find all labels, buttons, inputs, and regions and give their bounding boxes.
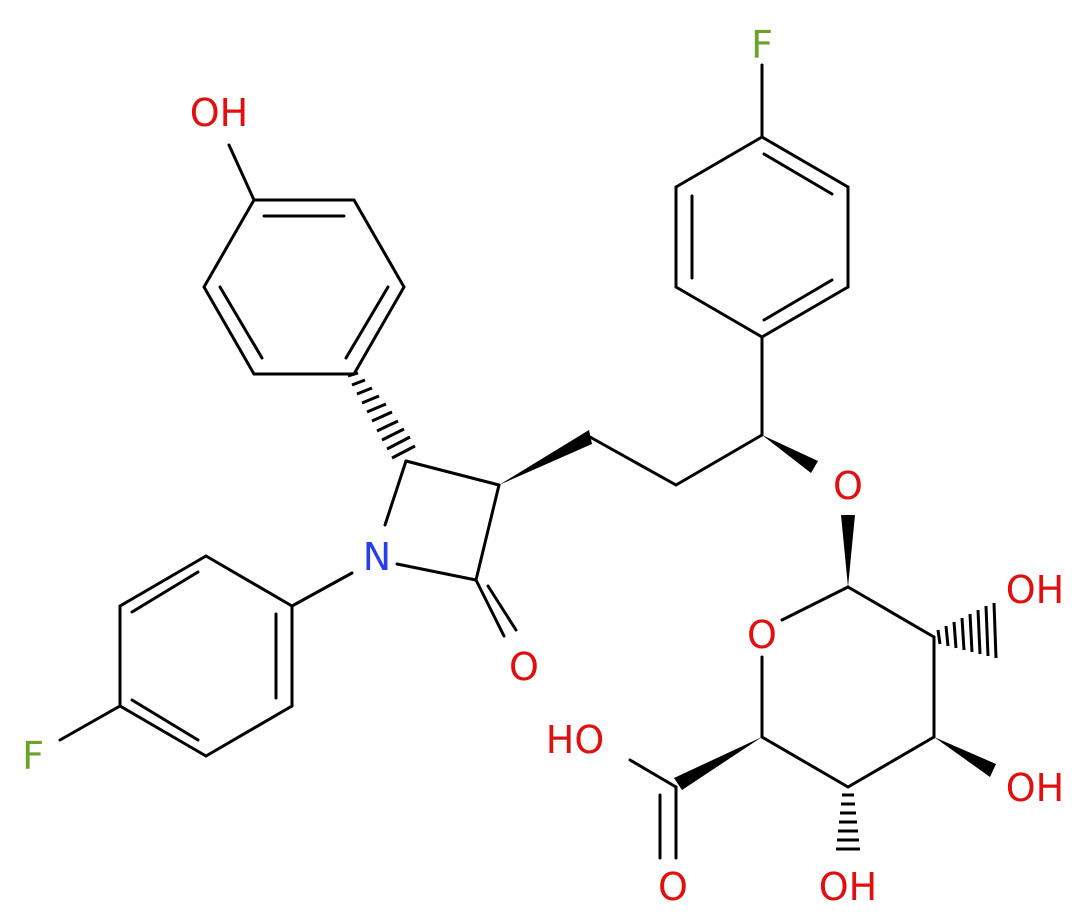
atom-label-o-glycosidic: O [833, 464, 863, 508]
atom-label-oh-c4: OH [819, 865, 877, 909]
wedge-bond-ether [762, 435, 818, 473]
atom-label-o-carbonyl: O [509, 645, 539, 689]
atom-label-f-top: F [751, 23, 773, 67]
atom-label-f-left: F [22, 734, 44, 778]
atom-label-oh-phenol: OH [190, 91, 248, 135]
wedge-bond-anomeric [841, 515, 855, 587]
atom-label-oh-c2: OH [1006, 568, 1064, 612]
fluorophenyl-ring-left [58, 554, 354, 758]
atom-label-o-acid: O [658, 865, 688, 909]
hash-bond-c2-oh [936, 602, 998, 659]
wedge-bond-c3-oh [934, 737, 996, 777]
glucuronide-ring [628, 515, 996, 860]
atom-label-n: N [363, 535, 391, 579]
propyl-linker [499, 335, 818, 487]
atom-label-oh-c3: OH [1006, 766, 1064, 810]
fluorophenyl-ring-top [674, 63, 850, 339]
azetidinone-ring [383, 459, 518, 638]
wedge-bond-azetidine-chain [499, 430, 592, 485]
wedge-bond-c5-acid [674, 737, 762, 790]
hydroxyphenyl-ring [202, 143, 406, 376]
atom-label-o-ring: O [747, 613, 777, 657]
hash-bond-azetidine-phenol [347, 371, 416, 460]
hash-bond-c4-oh [836, 793, 860, 851]
atom-label-ho-acid: HO [546, 718, 604, 762]
